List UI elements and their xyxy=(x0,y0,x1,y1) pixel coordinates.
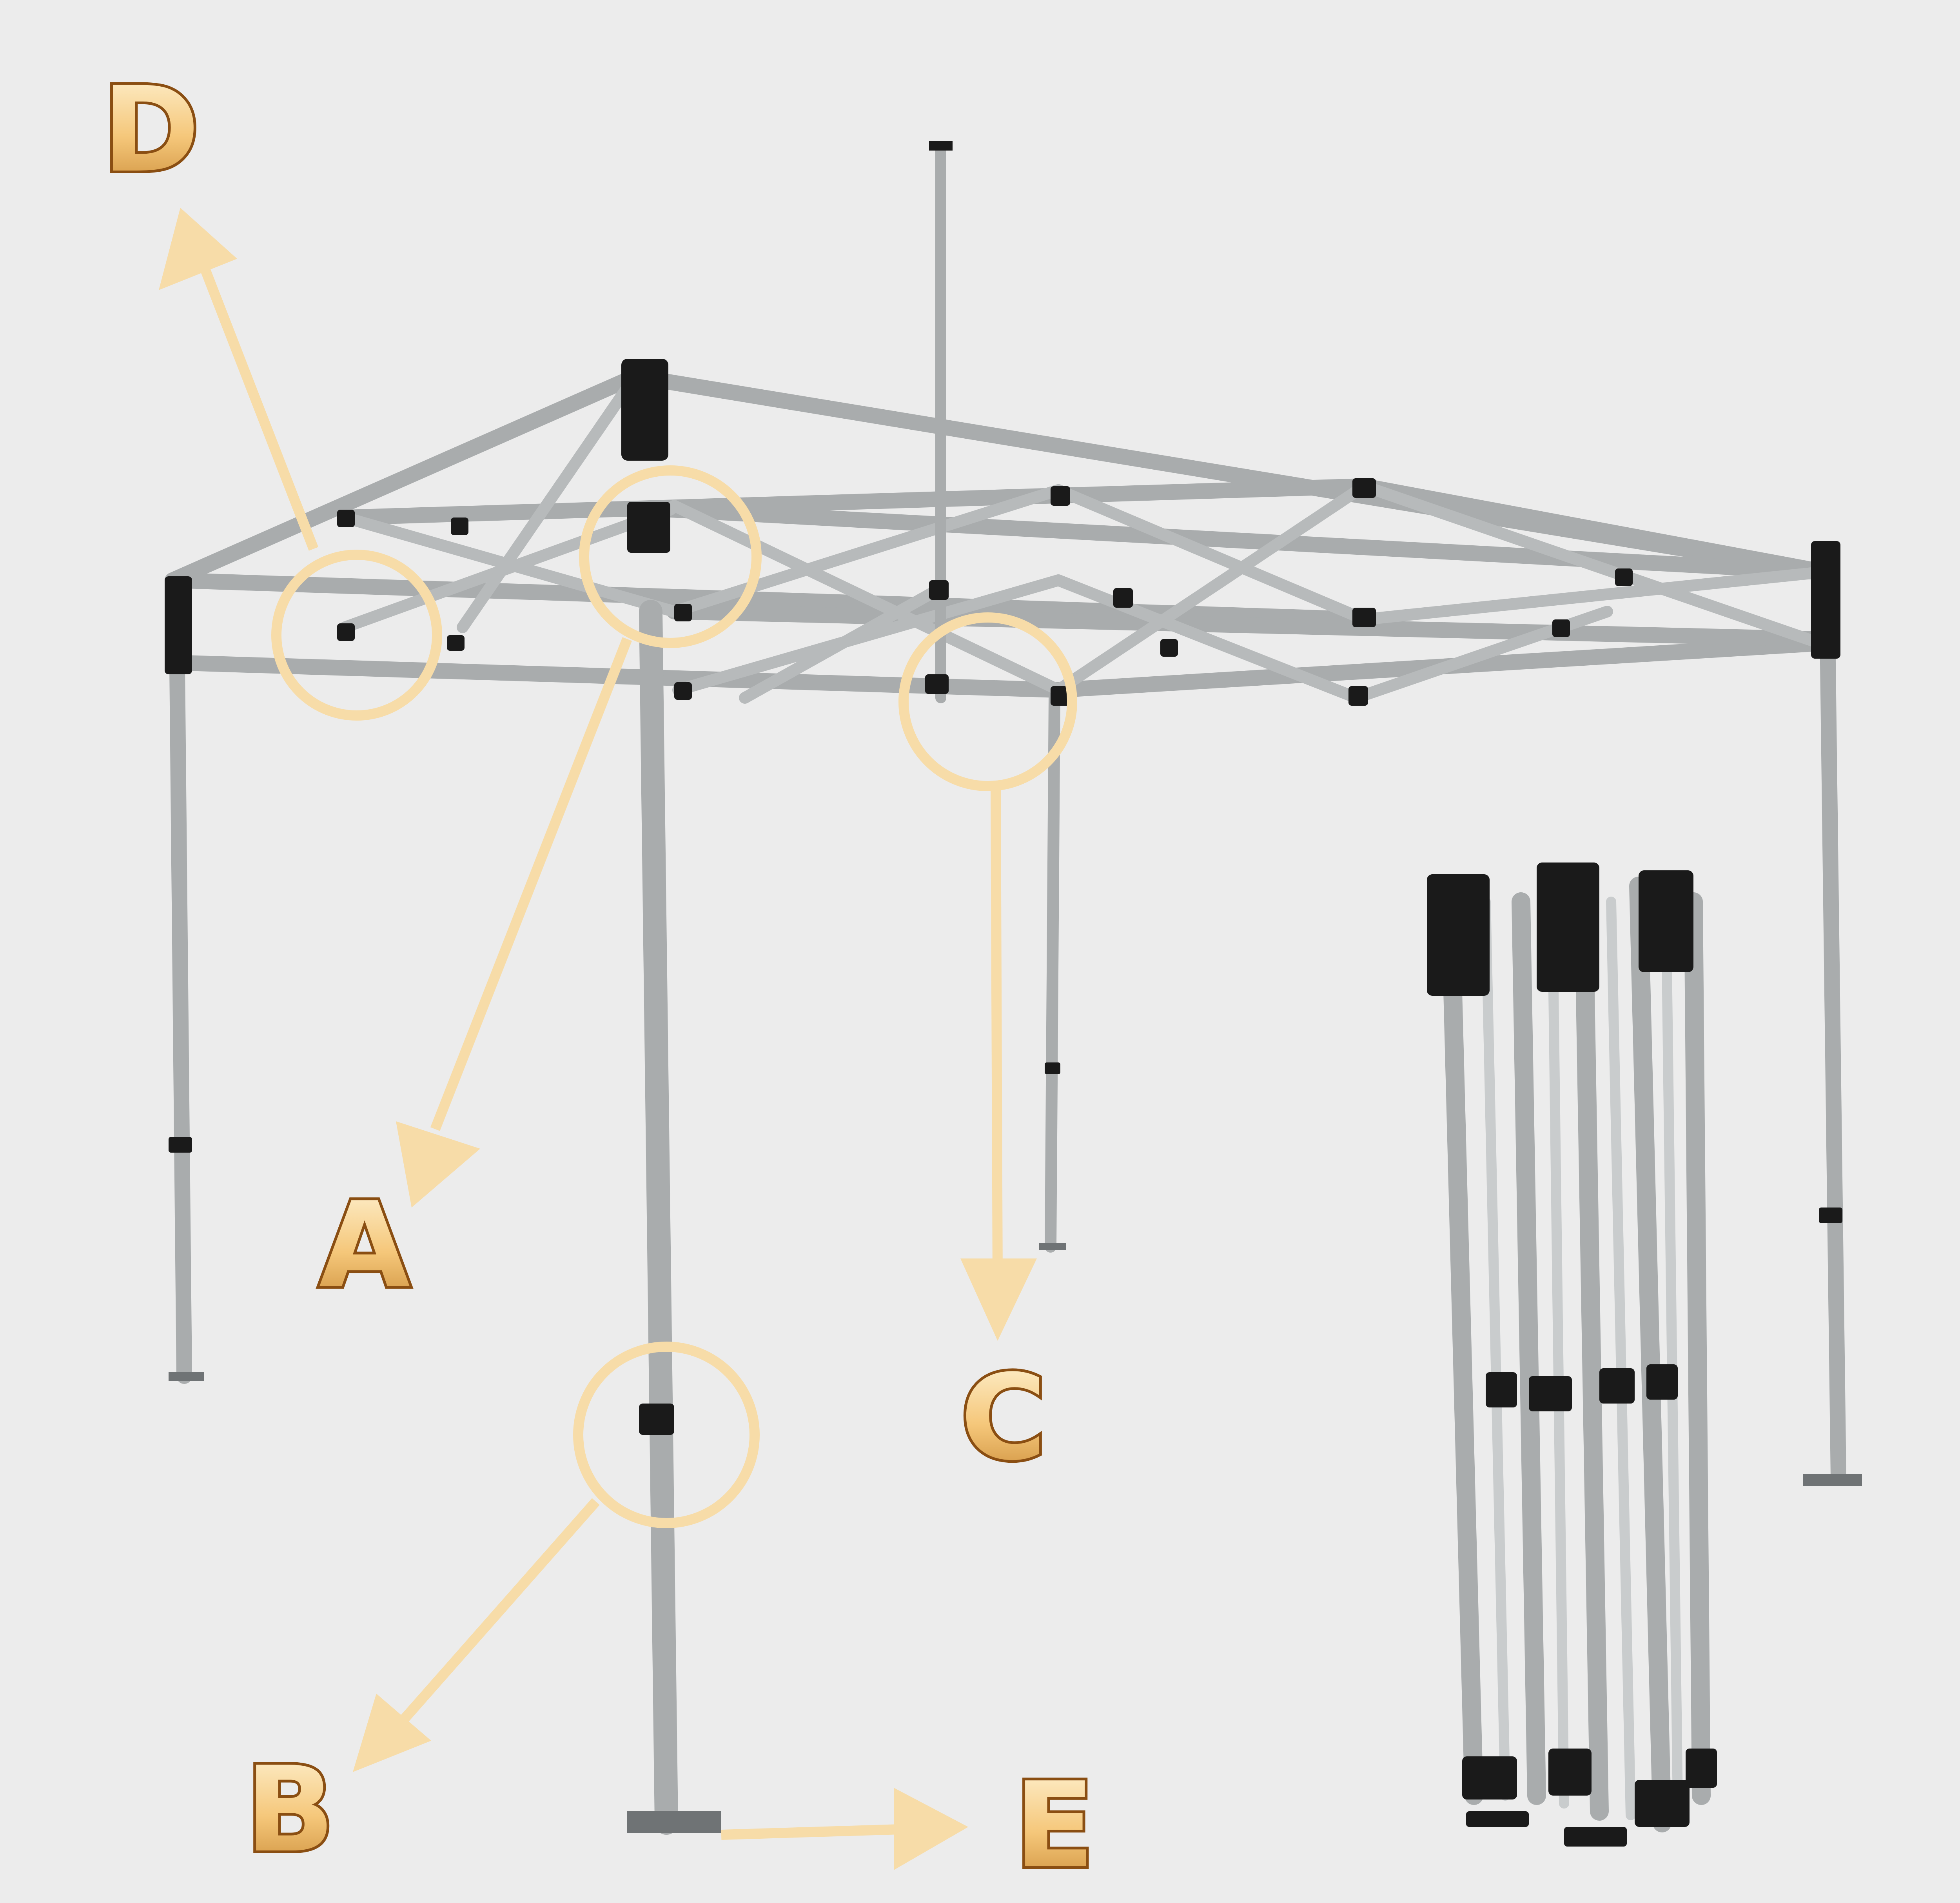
callout-circle-c xyxy=(898,612,1077,791)
label-c: C xyxy=(960,1349,1047,1486)
label-d: D xyxy=(102,62,200,198)
callout-circle-d xyxy=(271,550,442,721)
arrow-a-head xyxy=(396,1121,480,1208)
arrow-c-head xyxy=(960,1258,1037,1341)
leg-back-left xyxy=(169,580,192,1384)
arrow-d-head xyxy=(159,208,237,290)
arrow-a-shaft xyxy=(430,637,632,1131)
letter-labels: D A C B E xyxy=(99,59,1097,1897)
arrow-d-shaft xyxy=(193,249,319,551)
leg-back-right xyxy=(1819,565,1846,1486)
arrow-e-head xyxy=(894,1788,968,1870)
connectors xyxy=(165,359,1842,1435)
leg-front-center xyxy=(639,600,678,1835)
tent-frame xyxy=(165,141,1862,1835)
legs xyxy=(169,565,1846,1835)
folded-frame-photo xyxy=(1427,863,1717,1847)
callout-circle-a xyxy=(579,465,762,648)
leg-mid-right xyxy=(1045,692,1060,1253)
callouts xyxy=(193,249,1077,1840)
label-a: A xyxy=(319,1177,411,1314)
arrow-b-shaft xyxy=(388,1498,600,1736)
roof-rails xyxy=(165,369,1835,698)
label-b: B xyxy=(245,1741,335,1878)
center-pole-cap xyxy=(929,141,953,151)
foot-plates xyxy=(169,1243,1862,1833)
arrow-b-head xyxy=(353,1694,431,1772)
label-e: E xyxy=(1014,1757,1095,1894)
arrow-c-shaft xyxy=(991,788,1003,1282)
scissor-truss xyxy=(339,370,1825,704)
arrow-e-shaft xyxy=(721,1824,914,1840)
callout-circle-b xyxy=(573,1342,760,1528)
arrowheads xyxy=(159,208,1037,1870)
